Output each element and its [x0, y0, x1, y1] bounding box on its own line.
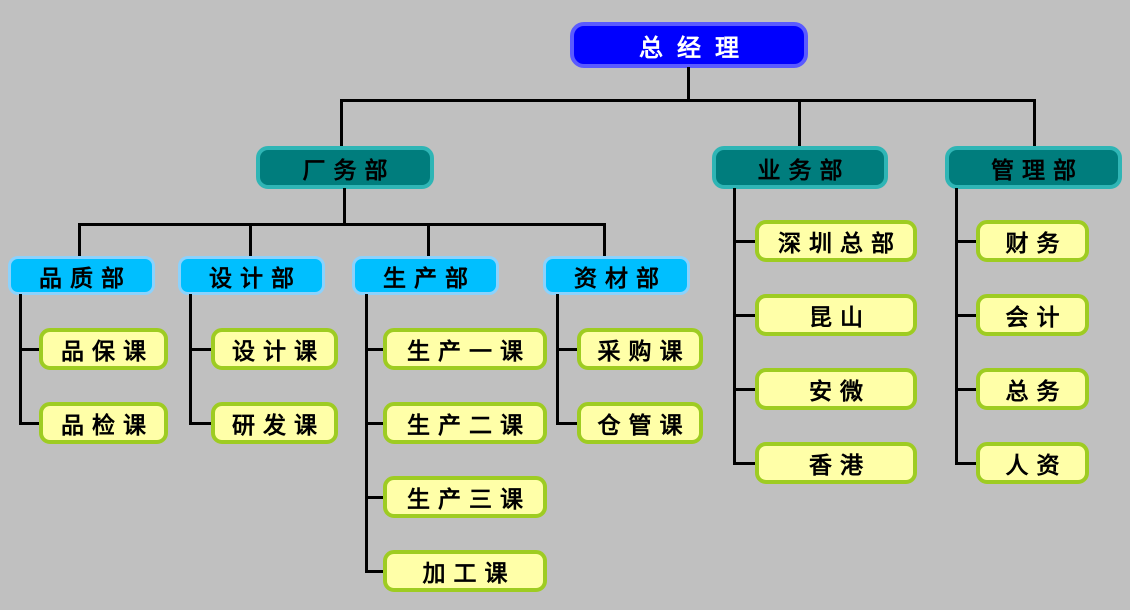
connector-management-stub-4	[955, 462, 976, 465]
connector-factory-drop-production	[427, 223, 430, 257]
connector-management-stub-2	[955, 314, 976, 317]
connector-management-rail	[955, 188, 958, 465]
connector-design-stub-2	[189, 422, 211, 425]
connector-production-stub-3	[365, 496, 383, 499]
node-production-1-section: 生产一课	[383, 328, 547, 370]
connector-business-rail	[733, 188, 736, 465]
node-design-dept: 设计部	[178, 256, 325, 295]
connector-business-stub-3	[733, 388, 755, 391]
node-production-dept: 生产部	[352, 256, 499, 295]
connector-factory-rail	[78, 223, 606, 226]
connector-production-rail	[365, 294, 368, 573]
connector-management-stub-1	[955, 240, 976, 243]
connector-factory-drop-quality	[78, 223, 81, 257]
node-production-2-section: 生产二课	[383, 402, 547, 444]
node-quality-dept: 品质部	[8, 256, 155, 295]
node-management-dept: 管理部	[945, 146, 1122, 189]
node-hongkong: 香港	[755, 442, 917, 484]
node-anhui: 安微	[755, 368, 917, 410]
connector-design-stub-1	[189, 348, 211, 351]
connector-root-drop-management	[1033, 99, 1036, 147]
connector-materials-stub-2	[556, 422, 577, 425]
node-materials-dept: 资材部	[543, 256, 690, 295]
connector-quality-rail	[19, 294, 22, 425]
connector-root-stem	[687, 67, 690, 101]
connector-business-stub-1	[733, 240, 755, 243]
node-accounting: 会计	[976, 294, 1089, 336]
node-finance: 财务	[976, 220, 1089, 262]
connector-root-drop-business	[798, 99, 801, 147]
connector-factory-drop-materials	[603, 223, 606, 257]
node-warehouse-section: 仓管课	[577, 402, 703, 444]
node-general-manager: 总经理	[570, 22, 808, 68]
connector-root-drop-factory	[340, 99, 343, 147]
node-rd-section: 研发课	[211, 402, 338, 444]
connector-production-stub-1	[365, 348, 383, 351]
node-kunshan: 昆山	[755, 294, 917, 336]
connector-business-stub-4	[733, 462, 755, 465]
node-design-section: 设计课	[211, 328, 338, 370]
node-general-affairs: 总务	[976, 368, 1089, 410]
node-shenzhen-hq: 深圳总部	[755, 220, 917, 262]
node-processing-section: 加工课	[383, 550, 547, 592]
connector-materials-rail	[556, 294, 559, 425]
node-business-dept: 业务部	[712, 146, 888, 189]
node-human-resources: 人资	[976, 442, 1089, 484]
connector-factory-drop-design	[249, 223, 252, 257]
connector-production-stub-4	[365, 570, 383, 573]
connector-business-stub-2	[733, 314, 755, 317]
connector-design-rail	[189, 294, 192, 425]
node-factory-affairs-dept: 厂务部	[256, 146, 434, 189]
connector-root-rail	[340, 99, 1036, 102]
node-qc-section: 品检课	[39, 402, 168, 444]
node-purchasing-section: 采购课	[577, 328, 703, 370]
connector-materials-stub-1	[556, 348, 577, 351]
connector-factory-stem	[343, 188, 346, 226]
connector-quality-stub-1	[19, 348, 39, 351]
node-qa-section: 品保课	[39, 328, 168, 370]
node-production-3-section: 生产三课	[383, 476, 547, 518]
connector-production-stub-2	[365, 422, 383, 425]
connector-quality-stub-2	[19, 422, 39, 425]
connector-management-stub-3	[955, 388, 976, 391]
